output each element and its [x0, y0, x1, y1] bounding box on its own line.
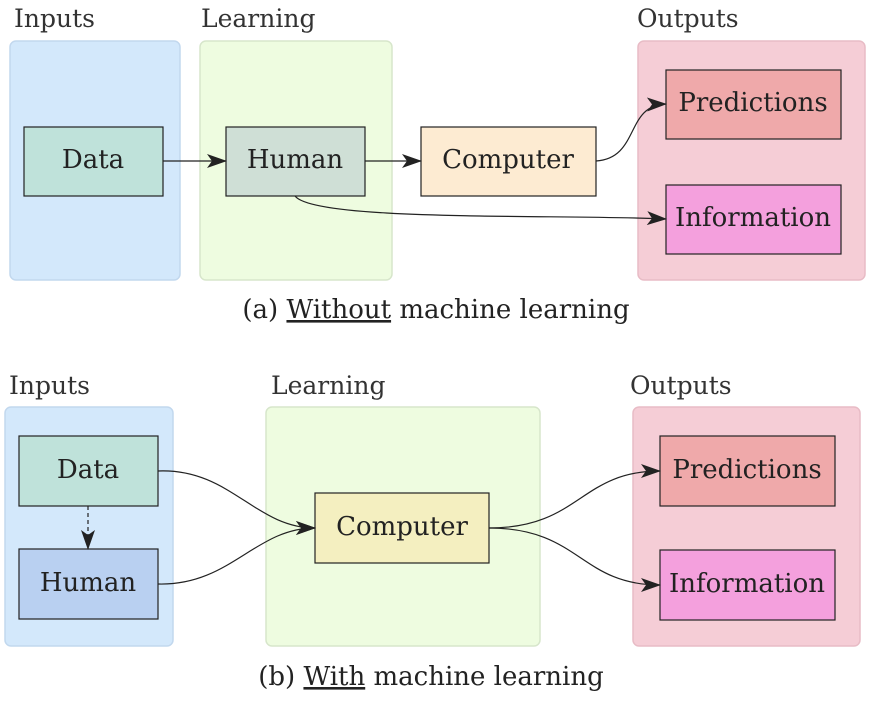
information-node: Information [665, 184, 842, 255]
edge-computer-to-information [488, 527, 661, 592]
data-node-label: Data [57, 455, 119, 485]
caption-a-prefix: (a) [242, 295, 278, 325]
computer-node: Computer [314, 492, 490, 564]
human-node-label: Human [40, 568, 137, 598]
learning-label: Learning [201, 4, 315, 33]
edge-human-to-information [294, 195, 667, 226]
human-node: Human [18, 548, 159, 620]
panel-a: Inputs Learning Outputs Data Human Compu… [9, 4, 866, 325]
predictions-node-label: Predictions [678, 88, 827, 118]
data-node-label: Data [62, 145, 124, 175]
edge-human-to-computer [157, 521, 316, 585]
human-node-label: Human [247, 145, 344, 175]
edge-computer-to-predictions [488, 464, 661, 529]
panel-b: Inputs Learning Outputs Data Human Compu… [4, 371, 861, 692]
caption-a-emphasis: Without [286, 295, 391, 325]
inputs-label: Inputs [9, 371, 90, 400]
edge-computer-to-predictions [595, 97, 667, 162]
data-node: Data [18, 435, 159, 507]
learning-label: Learning [271, 371, 385, 400]
outputs-label: Outputs [630, 371, 732, 400]
inputs-label: Inputs [14, 4, 95, 33]
caption-b-prefix: (b) [258, 662, 295, 692]
computer-node-label: Computer [442, 145, 574, 175]
information-node: Information [659, 549, 836, 621]
computer-node: Computer [420, 126, 597, 197]
human-node: Human [225, 126, 366, 197]
caption-a: (a) Without machine learning [242, 295, 629, 325]
computer-node-label: Computer [336, 512, 468, 542]
predictions-node: Predictions [665, 69, 842, 140]
caption-a-rest: machine learning [399, 295, 629, 325]
predictions-node-label: Predictions [672, 455, 821, 485]
information-node-label: Information [669, 569, 825, 599]
predictions-node: Predictions [659, 435, 836, 507]
outputs-label: Outputs [637, 4, 739, 33]
caption-b-rest: machine learning [373, 662, 603, 692]
caption-b-emphasis: With [303, 662, 365, 692]
information-node-label: Information [675, 203, 831, 233]
data-node: Data [23, 126, 164, 197]
edge-data-to-computer [157, 470, 316, 535]
caption-b: (b) With machine learning [258, 662, 604, 692]
